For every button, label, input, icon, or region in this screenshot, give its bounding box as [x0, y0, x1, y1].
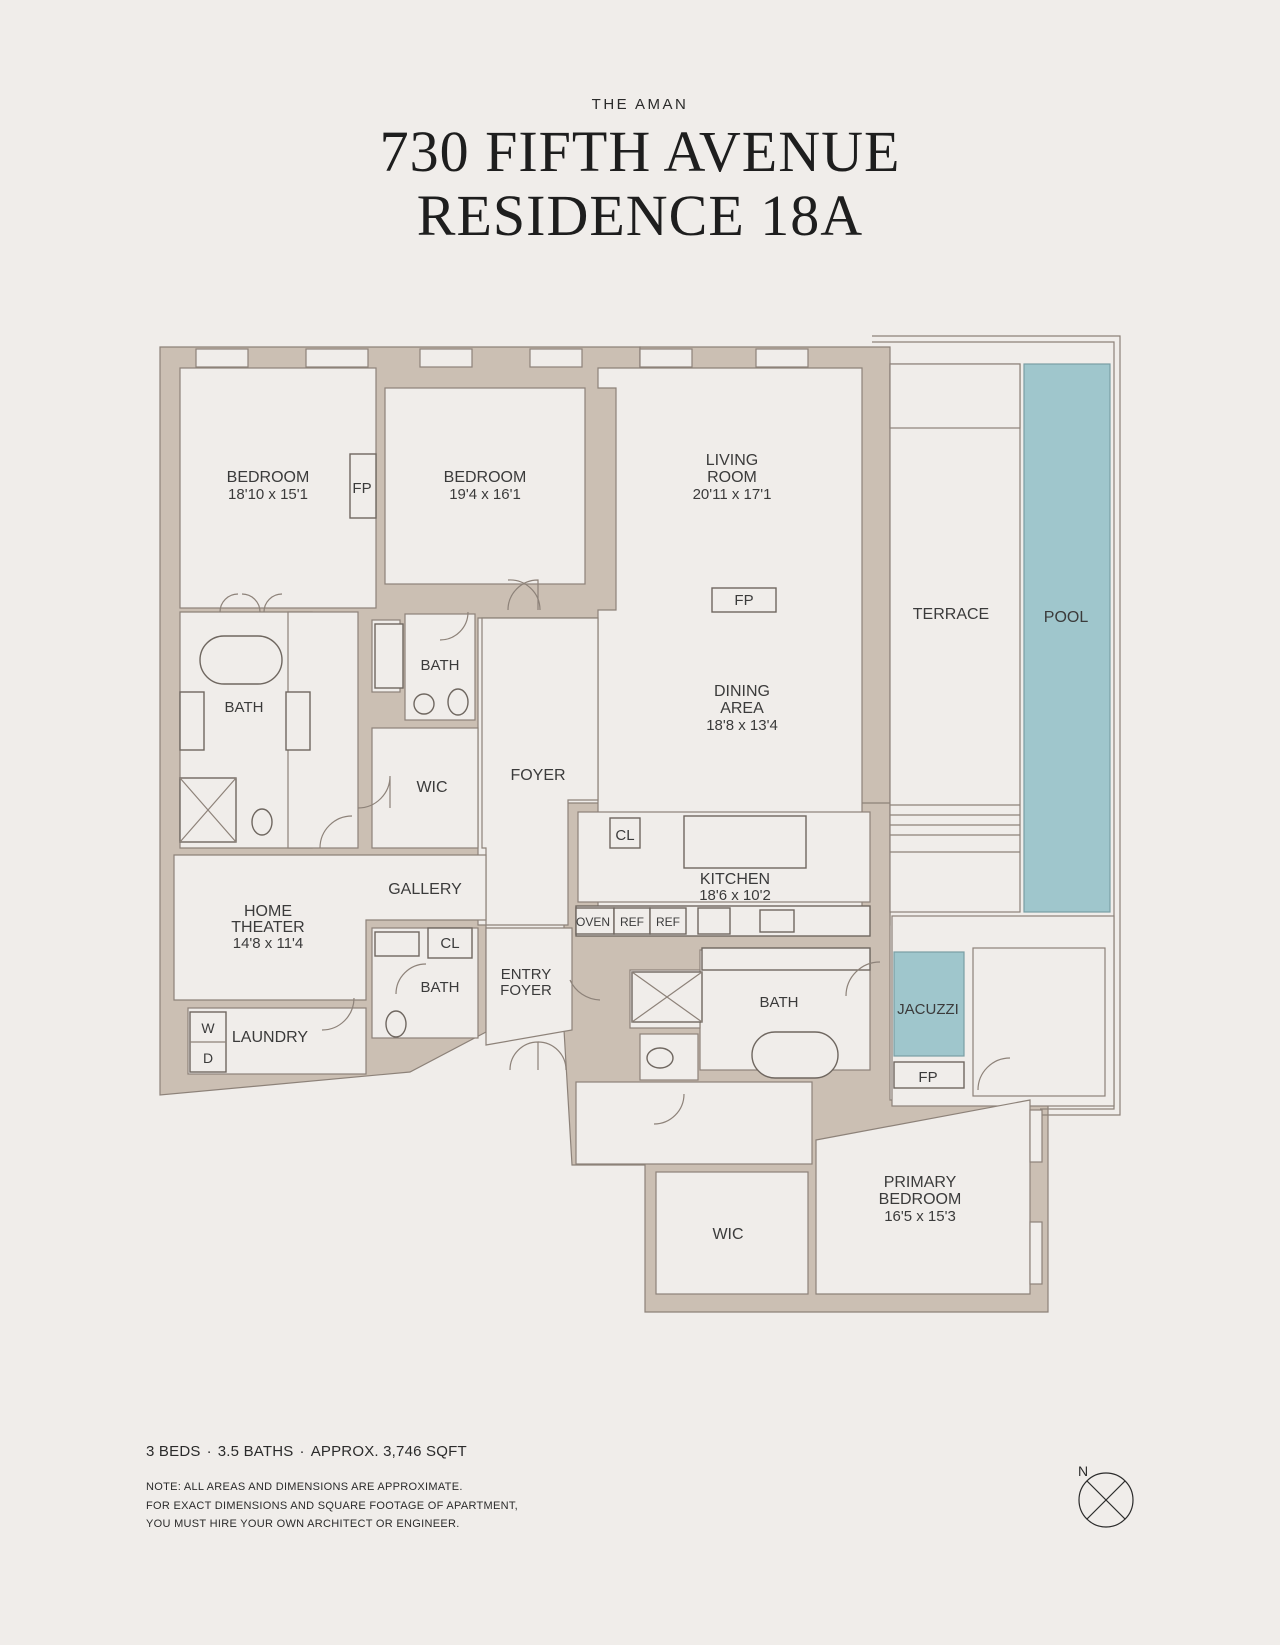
- jacuzzi-label: JACUZZI: [897, 1001, 959, 1018]
- cooktop-icon: [697, 907, 731, 935]
- kitchen-island: [683, 815, 807, 869]
- baths-count: 3.5 BATHS: [217, 1443, 294, 1460]
- theater-label-1: HOME: [244, 903, 292, 920]
- note-line-1: NOTE: ALL AREAS AND DIMENSIONS ARE APPRO…: [146, 1481, 463, 1493]
- wic-label: WIC: [416, 779, 447, 796]
- bathtub-icon: [374, 623, 404, 689]
- bedroom-1-dims: 18'10 x 15'1: [228, 486, 308, 503]
- oven-label: OVEN: [576, 915, 610, 929]
- toilet-icon: [385, 1010, 407, 1038]
- room-labels: BEDROOM 18'10 x 15'1 BEDROOM 19'4 x 16'1…: [201, 452, 1088, 1243]
- kitchen-label: KITCHEN: [700, 871, 770, 888]
- foyer-area: [481, 617, 599, 926]
- primary-label-1: PRIMARY: [884, 1174, 957, 1191]
- dining-label-1: DINING: [714, 683, 770, 700]
- theater-dims: 14'8 x 11'4: [233, 935, 304, 952]
- compass-label: N: [1078, 1463, 1088, 1479]
- ref-label: REF: [656, 915, 680, 929]
- jacuzzi: [893, 951, 965, 1057]
- page-title: 730 FIFTH AVENUE RESIDENCE 18A: [0, 120, 1280, 248]
- bathtub-icon: [199, 635, 283, 685]
- entry-foyer-label-1: ENTRY: [501, 966, 552, 983]
- bathtub-icon: [751, 1031, 839, 1079]
- brand-name: THE AMAN: [591, 96, 689, 113]
- dining-label-2: AREA: [720, 700, 764, 717]
- washer-label: W: [201, 1020, 215, 1036]
- note-line-2: FOR EXACT DIMENSIONS AND SQUARE FOOTAGE …: [146, 1499, 519, 1512]
- theater-label-2: THEATER: [231, 919, 304, 936]
- living-label-1: LIVING: [706, 452, 758, 469]
- pool: [1023, 363, 1111, 913]
- kitchen-dims: 18'6 x 10'2: [699, 887, 771, 904]
- living-label-2: ROOM: [707, 469, 757, 486]
- wic-2-area: [655, 1171, 809, 1295]
- ref-label: REF: [620, 915, 644, 929]
- pool-label: POOL: [1044, 609, 1089, 626]
- fp-label: FP: [918, 1069, 937, 1086]
- dining-dims: 18'8 x 13'4: [706, 717, 778, 734]
- sink-icon: [413, 693, 435, 715]
- bath-label: BATH: [760, 994, 799, 1011]
- bedroom-2-dims: 19'4 x 16'1: [449, 486, 521, 503]
- vanity-icon: [701, 947, 871, 971]
- entry-foyer-label-2: FOYER: [500, 982, 552, 999]
- sink-icon: [179, 691, 205, 751]
- fixtures: [179, 453, 965, 1089]
- primary-bedroom-area: [815, 1099, 1031, 1295]
- bedroom-2-area: [384, 387, 586, 585]
- terrace-outline: [872, 335, 1121, 1116]
- separator: ·: [206, 1443, 212, 1460]
- sink-icon: [374, 931, 420, 957]
- living-dims: 20'11 x 17'1: [693, 486, 772, 503]
- fp-label: FP: [352, 480, 371, 497]
- primary-dims: 16'5 x 15'3: [884, 1208, 956, 1225]
- bedroom-1-area: [179, 367, 377, 609]
- laundry-label: LAUNDRY: [232, 1029, 309, 1046]
- square-footage: APPROX. 3,746 SQFT: [310, 1443, 467, 1460]
- toilet-icon: [447, 688, 469, 716]
- note-line-3: YOU MUST HIRE YOUR OWN ARCHITECT OR ENGI…: [146, 1518, 460, 1530]
- north-compass-icon: N: [1078, 1463, 1134, 1528]
- disclaimer-note: NOTE: ALL AREAS AND DIMENSIONS ARE APPRO…: [146, 1478, 518, 1534]
- toilet-icon: [251, 808, 273, 836]
- terrace-label: TERRACE: [913, 606, 989, 623]
- gallery-label: GALLERY: [388, 881, 462, 898]
- title-line-2: RESIDENCE 18A: [416, 183, 864, 248]
- cl-label: CL: [615, 827, 634, 844]
- living-dining-area: [597, 367, 863, 926]
- wic-label: WIC: [712, 1226, 743, 1243]
- fp-label: FP: [734, 592, 753, 609]
- foyer-label: FOYER: [510, 767, 565, 784]
- toilet-icon: [646, 1047, 674, 1069]
- bedroom-1-label: BEDROOM: [227, 469, 310, 486]
- terrace: [889, 363, 1021, 913]
- primary-label-2: BEDROOM: [879, 1191, 962, 1208]
- cl-label: CL: [440, 935, 459, 952]
- entry-foyer-area: [485, 927, 573, 1046]
- dryer-label: D: [203, 1050, 213, 1066]
- bath-label: BATH: [421, 657, 460, 674]
- title-line-1: 730 FIFTH AVENUE: [379, 119, 901, 184]
- unit-summary: 3 BEDS · 3.5 BATHS · APPROX. 3,746 SQFT: [146, 1443, 467, 1460]
- separator: ·: [299, 1443, 305, 1460]
- beds-count: 3 BEDS: [146, 1443, 201, 1460]
- windows: [195, 348, 1043, 1285]
- gallery-theater-area: [173, 854, 487, 1001]
- bedroom-2-label: BEDROOM: [444, 469, 527, 486]
- bath-label: BATH: [421, 979, 460, 996]
- kitchen-sink-icon: [759, 909, 795, 933]
- sink-icon: [285, 691, 311, 751]
- bath-label: BATH: [225, 699, 264, 716]
- doors: [219, 579, 1011, 1125]
